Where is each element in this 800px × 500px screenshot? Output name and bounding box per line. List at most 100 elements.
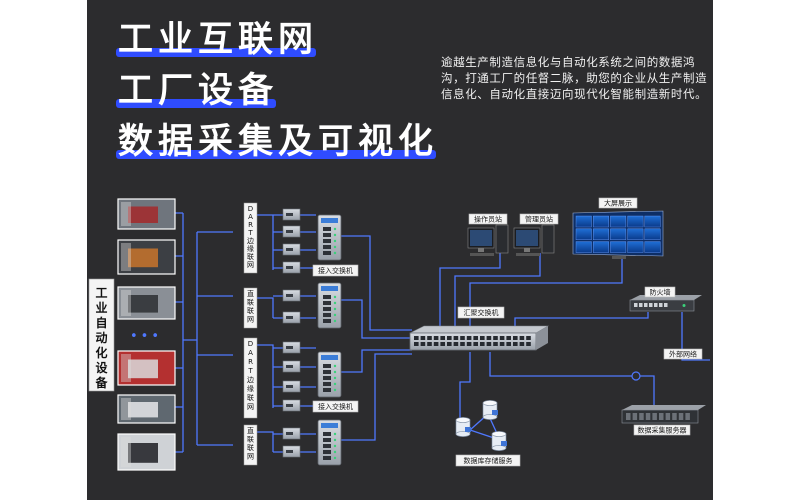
access-switch	[317, 282, 342, 329]
firewall-led	[682, 304, 686, 307]
mgmt-workstation-keyboard	[516, 253, 540, 256]
uplink-4	[341, 353, 412, 441]
collector-server-bay	[672, 413, 677, 420]
collector-server-bay	[665, 413, 671, 420]
access-switch-led	[333, 456, 337, 460]
big-screen-label: 大屏展示	[598, 197, 638, 209]
access-switch-top	[321, 355, 338, 360]
access-switch-led	[333, 432, 337, 436]
big-screen-tile	[627, 215, 644, 228]
edge-node	[282, 225, 301, 238]
core-switch-port	[414, 342, 419, 346]
access-switch-port	[323, 444, 331, 448]
edge-node	[282, 445, 301, 458]
access-switch-led	[333, 382, 337, 386]
external-network-label-text: 外部网络	[669, 350, 697, 359]
edge-node	[282, 208, 301, 221]
group-feed-lines	[183, 231, 233, 446]
core-switch-port	[519, 342, 525, 346]
core-switch-port	[460, 336, 465, 340]
collector-server-bay	[632, 413, 638, 420]
group-label-char: 联	[247, 306, 254, 315]
group-label-box	[243, 337, 258, 419]
big-screen-tile	[575, 241, 592, 253]
collector-server-top	[622, 405, 706, 410]
collector-server	[621, 405, 706, 424]
automation-label-char: 业	[95, 300, 107, 315]
edge-node-port	[286, 230, 293, 233]
core-switch-label-text: 汇聚交换机	[464, 308, 499, 317]
access-switch-port	[323, 432, 331, 436]
collector-server-bay	[645, 413, 651, 420]
mgmt-workstation-stand	[524, 248, 530, 252]
db-storage-label-text: 数据库存储服务	[464, 456, 513, 465]
automation-label-char: 动	[95, 331, 107, 345]
core-switch-label-box	[457, 306, 505, 319]
access-switch-led	[333, 370, 337, 374]
device-photo-detail	[128, 359, 158, 379]
access-switch-port	[323, 450, 331, 454]
core-switch-port	[414, 336, 419, 340]
core-switch-port	[433, 342, 439, 346]
group-label-char: 联	[247, 393, 254, 402]
collector-server-bay	[639, 413, 644, 420]
group-label-char: D	[248, 205, 253, 213]
core-to-ops-station	[439, 253, 501, 327]
collector-server-bay	[626, 413, 631, 420]
collector-server-bay	[659, 413, 664, 420]
collector-server-label-text: 数据采集服务器	[638, 426, 687, 435]
core-switch-top	[409, 325, 550, 334]
firewall-port	[644, 303, 648, 307]
edge-node-port	[286, 294, 293, 297]
core-switch-port	[440, 342, 445, 346]
edge-node	[282, 399, 301, 412]
access-switch-port	[323, 370, 331, 374]
access-switch-port	[323, 239, 331, 243]
group-label-char: 边	[247, 236, 254, 245]
big-screen-label-text: 大屏展示	[604, 199, 632, 208]
ellipsis-dots: •••	[130, 329, 162, 344]
ops-workstation-keyboard	[470, 253, 494, 256]
device-photo-detail	[128, 206, 158, 223]
edge-node-port	[286, 316, 293, 319]
group-label-char: 直	[247, 426, 254, 435]
access-switch	[317, 419, 342, 466]
collector-server-bay	[652, 413, 657, 420]
group2-node-links	[257, 295, 283, 319]
core-switch-port	[433, 336, 439, 340]
automation-label-char: 化	[95, 345, 107, 360]
big-screen-tile	[644, 215, 661, 228]
access-switch-led	[333, 313, 337, 317]
access-switch-led	[333, 295, 337, 299]
database-1-base	[455, 431, 471, 437]
ops-station-label: 操作员站	[468, 213, 508, 225]
core-switch-port	[473, 336, 478, 340]
device-photo	[117, 239, 176, 275]
core-switch-port	[420, 336, 426, 340]
big-screen-tile	[593, 228, 609, 241]
device-photo-frame	[117, 350, 176, 386]
switch4-links	[300, 433, 316, 453]
database-3	[491, 431, 507, 451]
ops-workstation-stand	[478, 248, 484, 252]
mgmt-workstation-screen	[516, 230, 538, 246]
device-photo	[117, 394, 176, 424]
edge-node-port	[286, 365, 293, 368]
core-switch-port	[453, 342, 459, 346]
group-label-char: T	[247, 229, 253, 237]
external-network-label: 外部网络	[663, 348, 703, 360]
core-switch-port	[466, 336, 472, 340]
db-storage-label-box	[455, 454, 521, 467]
edge-node-port	[286, 346, 293, 349]
access-switch-top	[321, 286, 338, 291]
title-line-2: 工厂设备	[116, 71, 279, 111]
database-3-base	[491, 445, 507, 451]
firewall-port	[664, 303, 668, 307]
core-switch-label: 汇聚交换机	[457, 306, 505, 319]
automation-label-char: 设	[95, 360, 108, 375]
core-switch-port	[526, 342, 531, 346]
big-screen-tile	[610, 228, 627, 241]
group-label-char: 边	[247, 375, 254, 384]
